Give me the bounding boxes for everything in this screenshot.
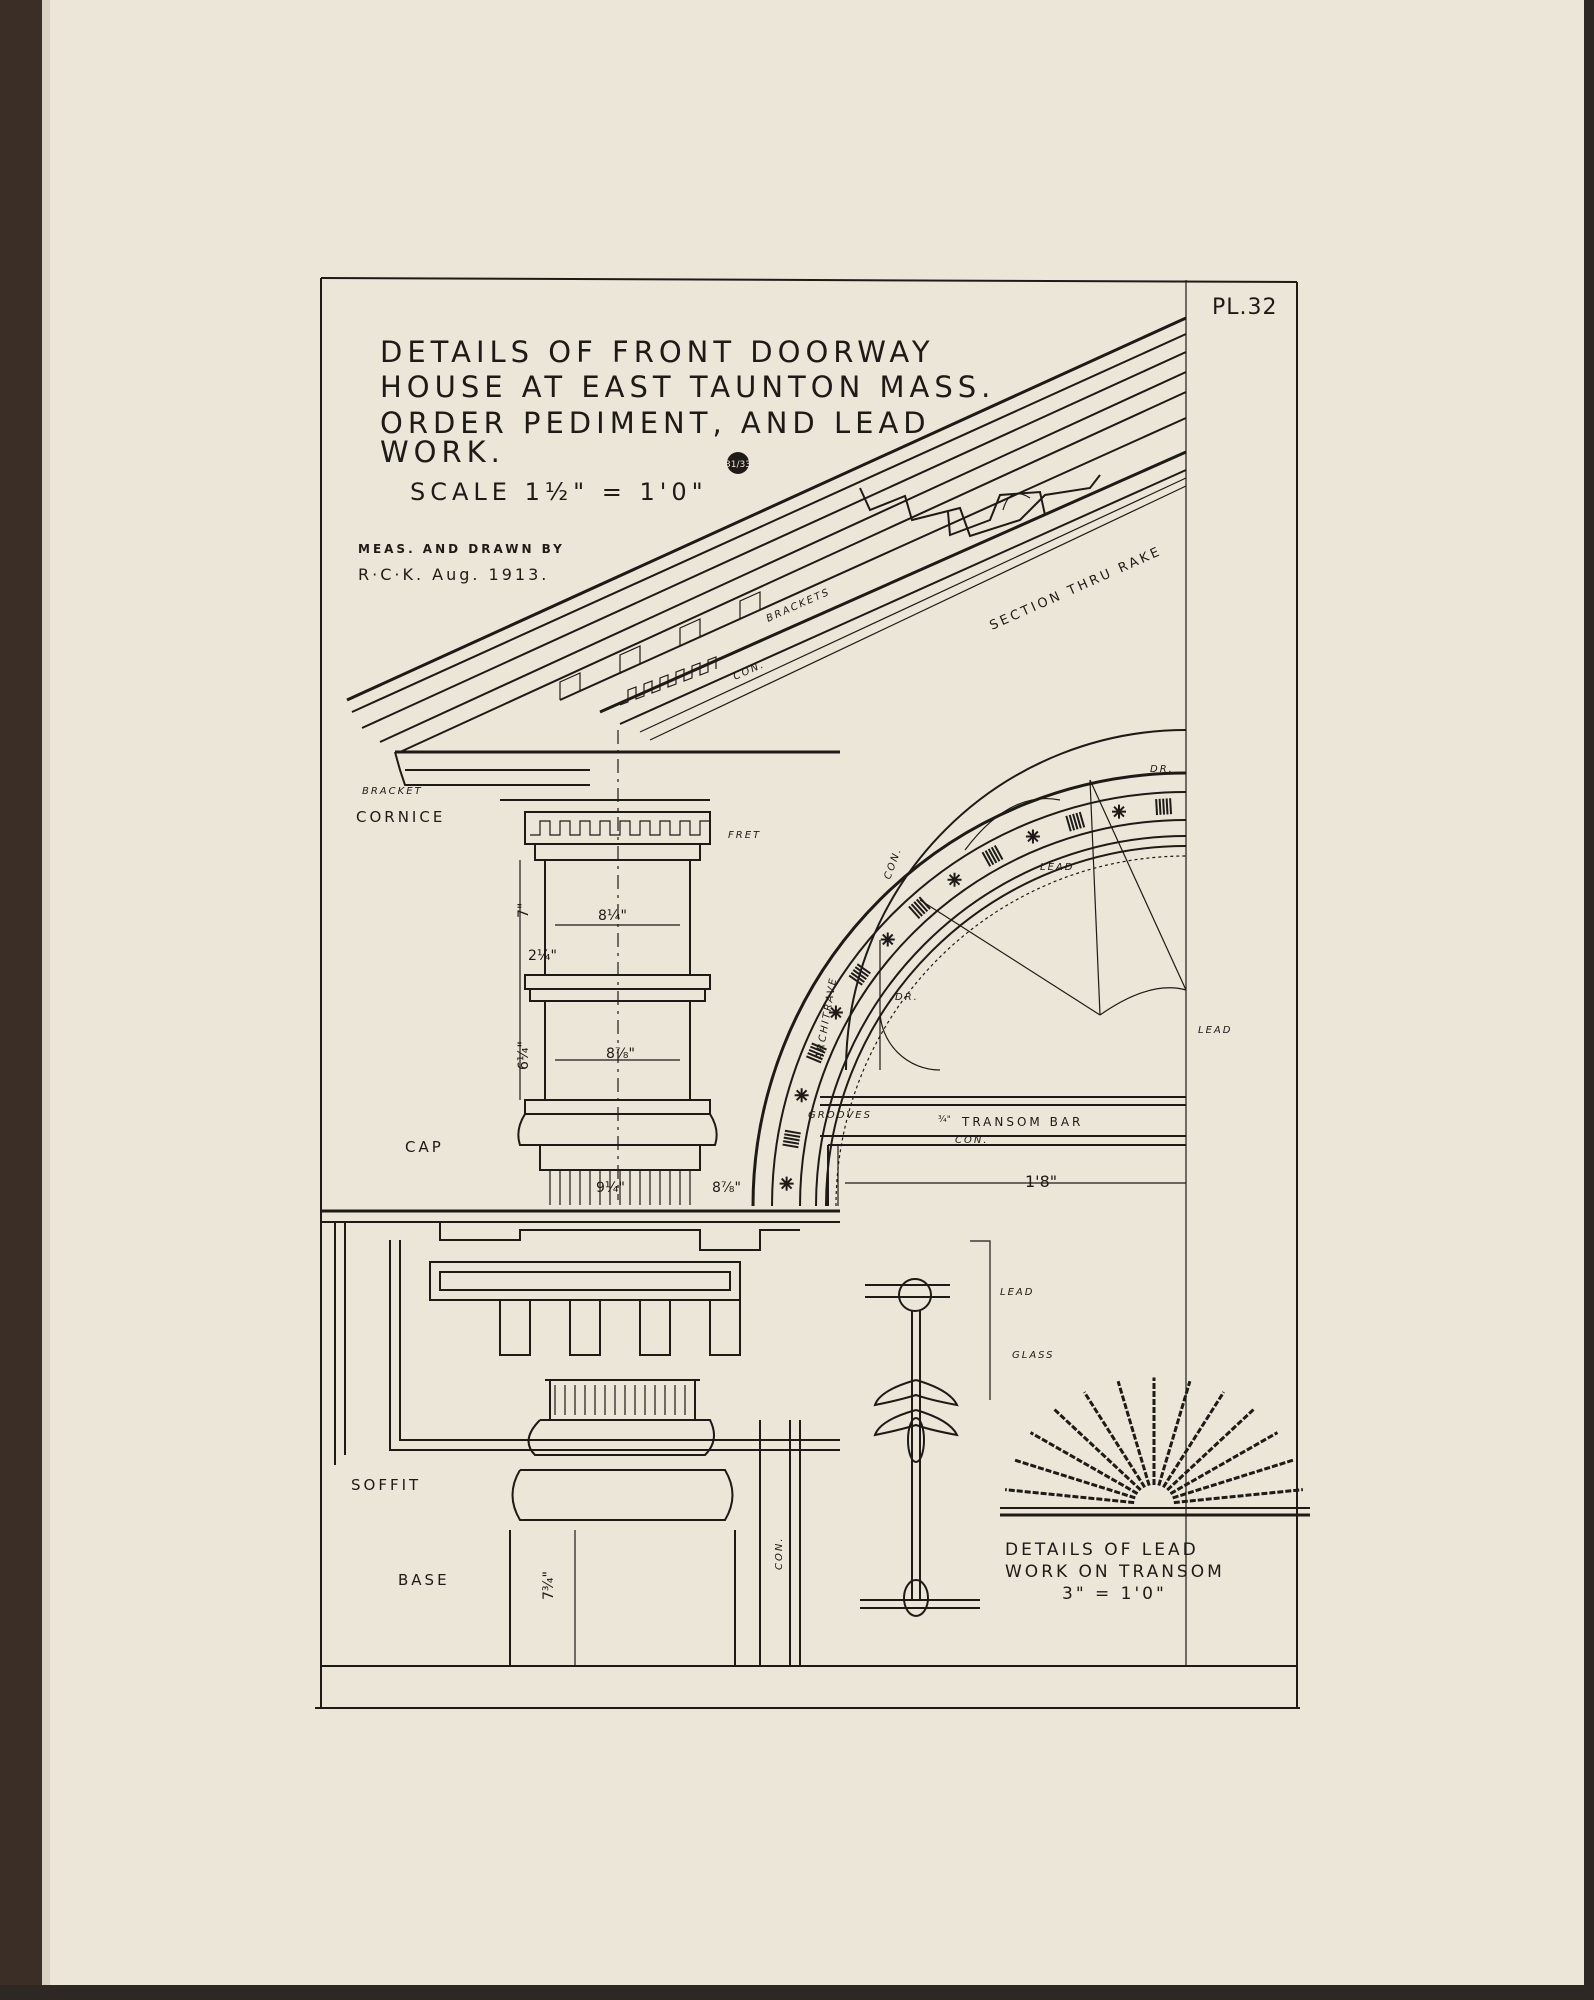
plate-seal xyxy=(727,452,749,474)
lead-sunburst-detail xyxy=(1000,1377,1310,1517)
arch-flute-block xyxy=(805,1042,827,1064)
label-bracket: BRACKET xyxy=(362,786,423,797)
arch-flute-block xyxy=(981,845,1004,867)
label-con-transom: CON. xyxy=(955,1135,989,1146)
arch-flute-block xyxy=(1155,798,1173,816)
arch-star-rosette xyxy=(880,932,895,947)
sunburst-ray xyxy=(1166,1408,1255,1492)
svg-text:8⅞": 8⅞" xyxy=(712,1180,741,1196)
label-fret: FRET xyxy=(728,830,761,841)
sunburst-ray xyxy=(1004,1488,1135,1505)
arch-flute-block xyxy=(782,1129,801,1149)
drawing-frame xyxy=(315,277,1300,1709)
sunburst-ray xyxy=(1173,1488,1304,1505)
label-cap: CAP xyxy=(405,1138,444,1156)
sunburst-ray xyxy=(1169,1431,1279,1495)
svg-text:6¼": 6¼" xyxy=(516,1041,532,1070)
svg-text:9¼": 9¼" xyxy=(596,1180,625,1196)
label-lead-1: LEAD xyxy=(1040,862,1074,873)
arch-star-rosette xyxy=(1025,829,1040,844)
sunburst-ray xyxy=(1013,1458,1136,1500)
label-soffit: SOFFIT xyxy=(351,1476,421,1494)
title-line-4: WORK. xyxy=(380,435,505,469)
label-lead-3: LEAD xyxy=(1000,1287,1034,1298)
sunburst-ray xyxy=(1162,1391,1225,1489)
label-dr-2: DR. xyxy=(895,992,919,1003)
title-line-1: DETAILS OF FRONT DOORWAY xyxy=(380,335,935,369)
label-cornice: CORNICE xyxy=(356,808,445,826)
arch-flute-block xyxy=(1065,811,1086,832)
svg-text:8¼": 8¼" xyxy=(598,908,627,924)
column-capital xyxy=(517,811,718,1205)
svg-text:31/33: 31/33 xyxy=(725,460,751,470)
label-con-arch: CON. xyxy=(882,846,904,881)
sunburst-ray xyxy=(1157,1380,1192,1487)
arch-star-rosette xyxy=(1112,804,1126,819)
sunburst-ray xyxy=(1083,1391,1146,1489)
svg-text:¾": ¾" xyxy=(938,1115,951,1125)
title-block: DETAILS OF FRONT DOORWAY HOUSE AT EAST T… xyxy=(358,295,1278,584)
arch-flute-block xyxy=(848,963,871,986)
svg-text:1'8": 1'8" xyxy=(1025,1172,1057,1191)
label-transom-bar: TRANSOM BAR xyxy=(961,1115,1083,1129)
svg-text:2¼": 2¼" xyxy=(528,948,557,964)
sunburst-ray xyxy=(1116,1380,1151,1487)
label-grooves: GROOVES xyxy=(808,1110,872,1121)
credit-line-1: MEAS. AND DRAWN BY xyxy=(358,542,565,556)
svg-text:7¾": 7¾" xyxy=(541,1571,557,1600)
label-glass: GLASS xyxy=(1012,1350,1055,1361)
soffit-base-section xyxy=(321,1209,840,1666)
arch-star-rosette xyxy=(779,1176,794,1191)
sunburst-ray xyxy=(1029,1431,1139,1495)
pediment-rake xyxy=(346,316,1187,753)
sunburst-ray xyxy=(1172,1458,1295,1500)
cornice xyxy=(394,730,840,1200)
arch-transom xyxy=(751,729,1187,1207)
scale-text: SCALE 1½" = 1'0" xyxy=(410,478,708,506)
plate-number: PL.32 xyxy=(1212,295,1278,320)
svg-text:DETAILS OF LEAD: DETAILS OF LEAD xyxy=(1005,1540,1199,1560)
svg-text:7": 7" xyxy=(516,903,532,918)
label-dr-1: DR. xyxy=(1150,764,1174,775)
labels: CORNICE BRACKET BRACKETS CON. SECTION TH… xyxy=(351,544,1232,1589)
svg-text:8⅞": 8⅞" xyxy=(606,1046,635,1062)
book-right-edge xyxy=(1584,0,1594,2000)
lead-detail-caption: DETAILS OF LEAD WORK ON TRANSOM 3" = 1'0… xyxy=(1005,1540,1225,1604)
label-base: BASE xyxy=(398,1571,450,1589)
label-con-rake: CON. xyxy=(732,659,767,683)
arch-star-rosette xyxy=(828,1005,843,1020)
svg-text:WORK ON TRANSOM: WORK ON TRANSOM xyxy=(1005,1562,1225,1582)
title-line-3: ORDER PEDIMENT, AND LEAD xyxy=(380,406,931,440)
credit-line-2: R·C·K. Aug. 1913. xyxy=(358,565,549,584)
label-lead-2: LEAD xyxy=(1198,1025,1232,1036)
book-spine-edge xyxy=(0,0,42,2000)
arch-star-rosette xyxy=(794,1088,809,1103)
arch-star-rosette xyxy=(947,872,962,887)
sunburst-ray xyxy=(1053,1408,1142,1492)
dimensions: 7" 2¼" 8¼" 6¼" 8⅞" 9¼" 8⅞" 1'8" 7¾" ¾" xyxy=(516,903,1057,1600)
arch-flute-block xyxy=(908,896,931,920)
label-con-base: CON. xyxy=(774,1536,785,1570)
lead-pendant-detail xyxy=(860,1240,991,1617)
svg-text:3" = 1'0": 3" = 1'0" xyxy=(1062,1584,1167,1604)
title-line-2: HOUSE AT EAST TAUNTON MASS. xyxy=(380,370,995,404)
